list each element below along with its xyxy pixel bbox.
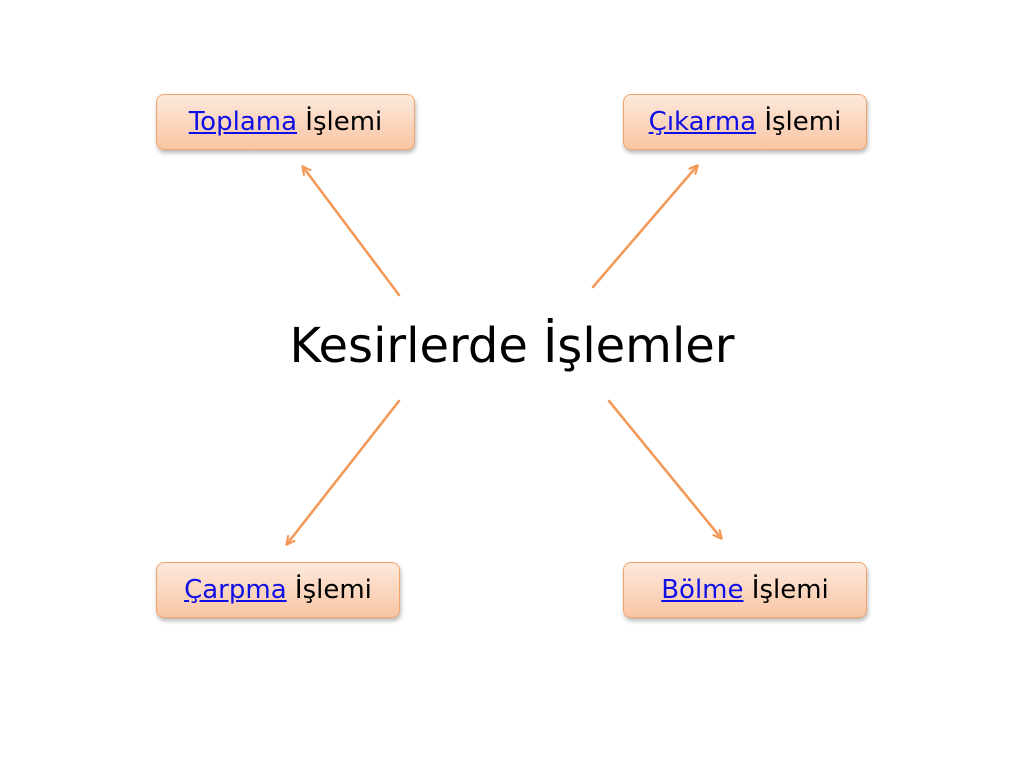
carpma-box[interactable]: Çarpma İşlemi [156,562,400,618]
arrow-to-bolme [607,399,721,538]
cikarma-box[interactable]: Çıkarma İşlemi [623,94,867,150]
toplama-box[interactable]: Toplama İşlemi [156,94,415,150]
main-title: Kesirlerde İşlemler [289,318,735,374]
bolme-box[interactable]: Bölme İşlemi [623,562,867,618]
arrow-to-carpma [287,399,401,544]
arrow-to-toplama [303,167,401,297]
carpma-suffix: İşlemi [294,575,372,605]
bolme-link[interactable]: Bölme [661,575,744,605]
carpma-link[interactable]: Çarpma [184,575,287,605]
toplama-suffix: İşlemi [305,107,383,137]
cikarma-suffix: İşlemi [764,107,842,137]
arrow-to-cikarma [591,166,697,289]
cikarma-link[interactable]: Çıkarma [648,107,757,137]
bolme-suffix: İşlemi [751,575,829,605]
toplama-link[interactable]: Toplama [188,107,298,137]
